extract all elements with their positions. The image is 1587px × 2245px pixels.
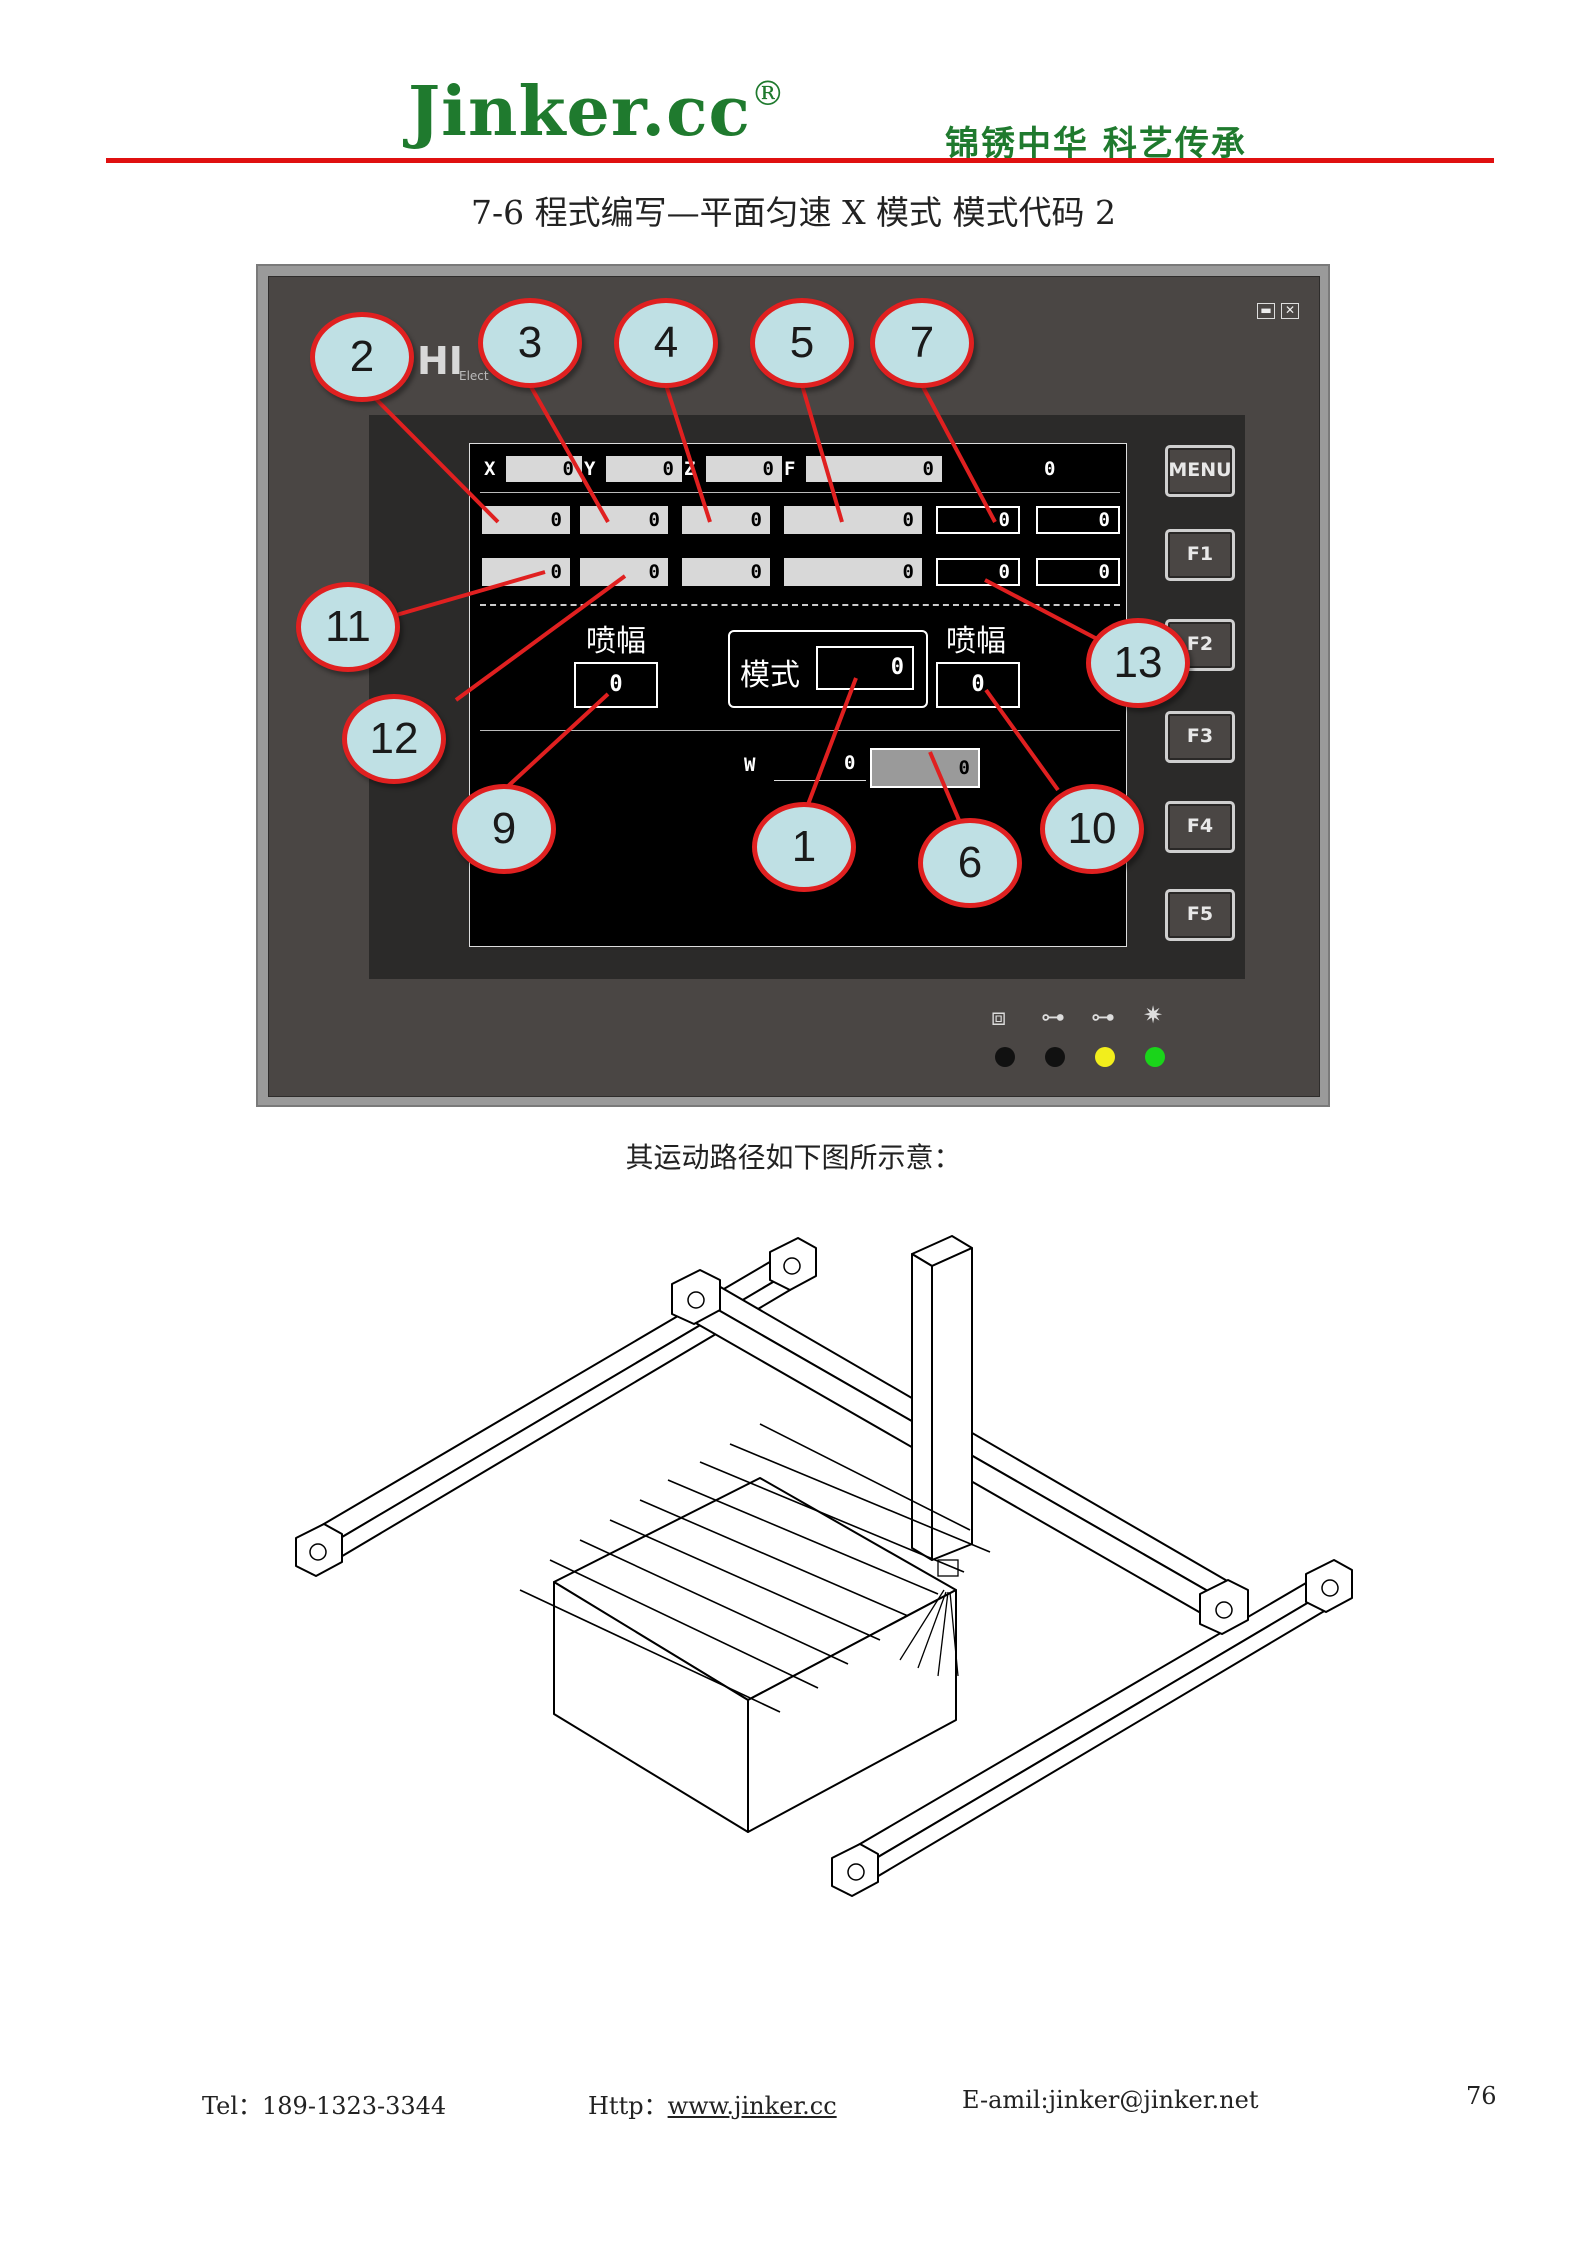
callout-4: 4 (614, 298, 718, 388)
header-rule (106, 158, 1494, 163)
f4-button[interactable]: F4 (1165, 801, 1235, 853)
callout-7: 7 (870, 298, 974, 388)
w-value: 0 (844, 752, 856, 774)
row1-field-3[interactable]: 0 (682, 506, 770, 534)
brand-name: Jinker.cc (408, 72, 751, 152)
y-coordinate-field: 0 (606, 456, 682, 482)
callout-12: 12 (342, 694, 446, 784)
page-number: 76 (1466, 2082, 1497, 2110)
callout-13: 13 (1086, 618, 1190, 708)
dashed-divider (480, 604, 1120, 606)
row2-field-5[interactable]: 0 (936, 558, 1020, 586)
status-led (1145, 1047, 1165, 1067)
z-coordinate-field: 0 (706, 456, 782, 482)
light-icon: ✷ (1143, 1001, 1164, 1029)
spray-width-label-left: 喷幅 (586, 624, 646, 659)
callout-11: 11 (296, 582, 400, 672)
close-icon[interactable]: ✕ (1281, 303, 1299, 319)
footer-http: Http：www.jinker.cc (588, 2086, 837, 2121)
callout-10: 10 (1040, 784, 1144, 874)
f1-button[interactable]: F1 (1165, 529, 1235, 581)
callout-9: 9 (452, 784, 556, 874)
row1-field-4[interactable]: 0 (784, 506, 922, 534)
callout-1: 1 (752, 802, 856, 892)
status-led (995, 1047, 1015, 1067)
hmi-housing: ▬ ✕ HI Elect X 0 Y 0 Z 0 F 0 0 0 0 0 0 0… (268, 276, 1320, 1097)
divider (480, 730, 1120, 731)
callout-2: 2 (310, 312, 414, 402)
status-led (1045, 1047, 1065, 1067)
hmi-panel: ▬ ✕ HI Elect X 0 Y 0 Z 0 F 0 0 0 0 0 0 0… (256, 264, 1330, 1107)
row2-field-1[interactable]: 0 (482, 558, 570, 586)
x-coordinate-field: 0 (506, 456, 582, 482)
callout-3: 3 (478, 298, 582, 388)
callout-6: 6 (918, 818, 1022, 908)
w-label: W (744, 754, 756, 776)
spray-width-label-right: 喷幅 (946, 624, 1006, 659)
mode-frame (728, 630, 928, 708)
key-icon: ⊶ (1041, 1003, 1065, 1031)
row1-field-6[interactable]: 0 (1036, 506, 1120, 534)
x-label: X (484, 458, 496, 480)
network-icon: ⧈ (991, 1003, 1007, 1031)
divider (480, 492, 1120, 493)
footer-website-link[interactable]: www.jinker.cc (667, 2092, 837, 2120)
brand-logo: Jinker.cc® (408, 72, 786, 152)
minimize-icon[interactable]: ▬ (1257, 303, 1275, 319)
figure-caption: 其运动路径如下图所示意： (625, 1141, 962, 1174)
row2-field-6[interactable]: 0 (1036, 558, 1120, 586)
row2-field-2[interactable]: 0 (580, 558, 668, 586)
hmi-logo-sub: Elect (459, 369, 489, 383)
footer-tel: Tel：189-1323-3344 (202, 2092, 447, 2120)
footer-http-label: Http： (588, 2092, 668, 2120)
f5-button[interactable]: F5 (1165, 889, 1235, 941)
spray-width-left-field[interactable]: 0 (574, 662, 658, 708)
menu-button[interactable]: MENU (1165, 445, 1235, 497)
page-title: 7-6 程式编写—平面匀速 X 模式 模式代码 2 (470, 193, 1117, 232)
row1-field-5[interactable]: 0 (936, 506, 1020, 534)
w-underline (774, 780, 866, 781)
mode-label: 模式 (740, 658, 800, 693)
w-field[interactable]: 0 (870, 748, 980, 788)
f3-button[interactable]: F3 (1165, 711, 1235, 763)
footer-email: E-amil:jinker@jinker.net (962, 2086, 1259, 2114)
y-label: Y (584, 458, 596, 480)
row2-field-4[interactable]: 0 (784, 558, 922, 586)
status-led (1095, 1047, 1115, 1067)
extra-value: 0 (1044, 458, 1056, 480)
f-label: F (784, 458, 796, 480)
spray-width-right-field[interactable]: 0 (936, 662, 1020, 708)
registered-mark: ® (750, 74, 786, 114)
z-label: Z (684, 458, 696, 480)
slogan: 锦锈中华 科艺传承 (945, 124, 1247, 164)
key-icon: ⊶ (1091, 1003, 1115, 1031)
callout-5: 5 (750, 298, 854, 388)
row1-field-2[interactable]: 0 (580, 506, 668, 534)
hmi-logo: HI (417, 339, 463, 383)
row2-field-3[interactable]: 0 (682, 558, 770, 586)
mode-field[interactable]: 0 (816, 646, 914, 690)
